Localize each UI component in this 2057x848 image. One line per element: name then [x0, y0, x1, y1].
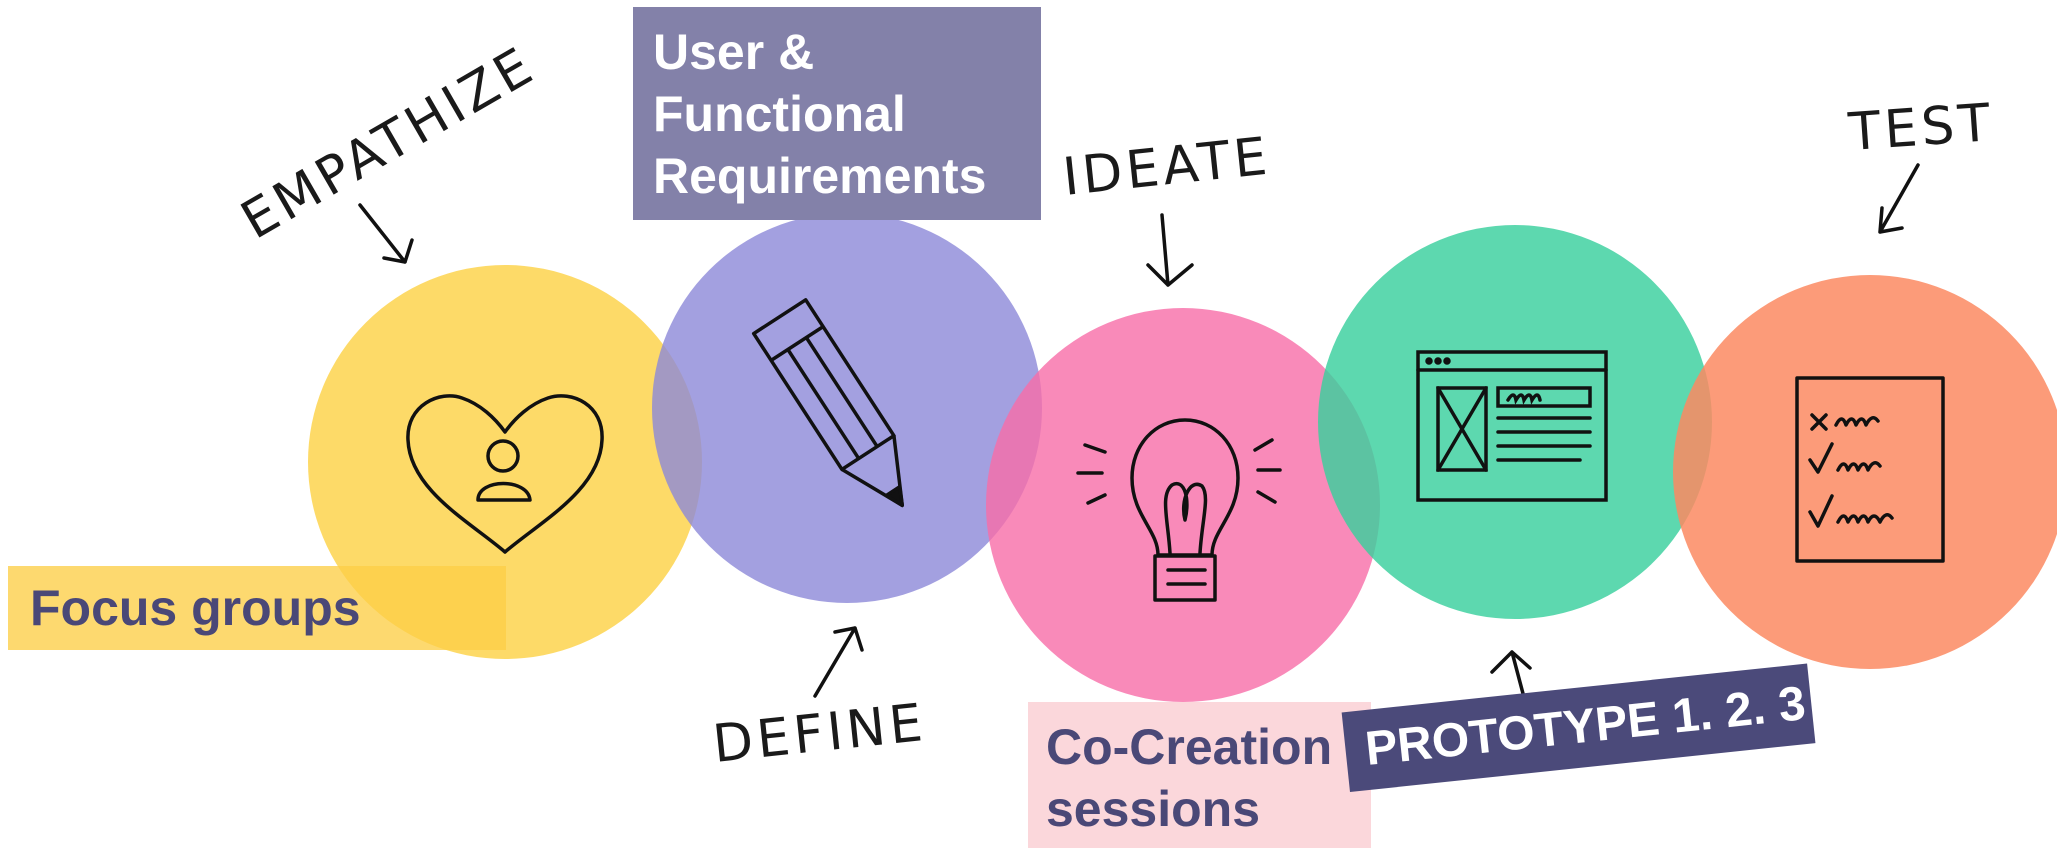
callout-line: sessions: [1046, 781, 1261, 837]
test-circle: [1673, 275, 2057, 669]
define-circle: [652, 213, 1042, 603]
callout-line: Functional: [653, 86, 906, 142]
test-arrow: [1878, 163, 1920, 234]
empathize-circle: [308, 265, 702, 659]
checklist-icon: [1795, 376, 1945, 563]
empathize-arrow: [358, 203, 414, 264]
focus-groups-callout: Focus groups: [8, 566, 506, 650]
test-label: TEST: [1846, 93, 1996, 163]
heart-person-icon: [406, 394, 604, 554]
pencil-icon: [751, 298, 904, 508]
callout-line: Requirements: [653, 148, 987, 204]
ideate-label: IDEATE: [1060, 126, 1274, 207]
lightbulb-icon: [1076, 418, 1282, 602]
callout-line: User &: [653, 24, 815, 80]
empathize-label: EMPATHIZE: [232, 35, 546, 251]
wireframe-icon: [1416, 350, 1608, 502]
prototype-circle: [1318, 225, 1712, 619]
define-arrow: [813, 626, 864, 698]
callout-line: Co-Creation: [1046, 719, 1333, 775]
ideate-arrow: [1146, 213, 1194, 287]
user-functional-requirements-callout: User & Functional Requirements: [633, 7, 1041, 220]
focus-groups-text: Focus groups: [30, 580, 361, 636]
define-label: DEFINE: [710, 693, 929, 775]
co-creation-callout: Co-Creation sessions: [1028, 702, 1371, 848]
